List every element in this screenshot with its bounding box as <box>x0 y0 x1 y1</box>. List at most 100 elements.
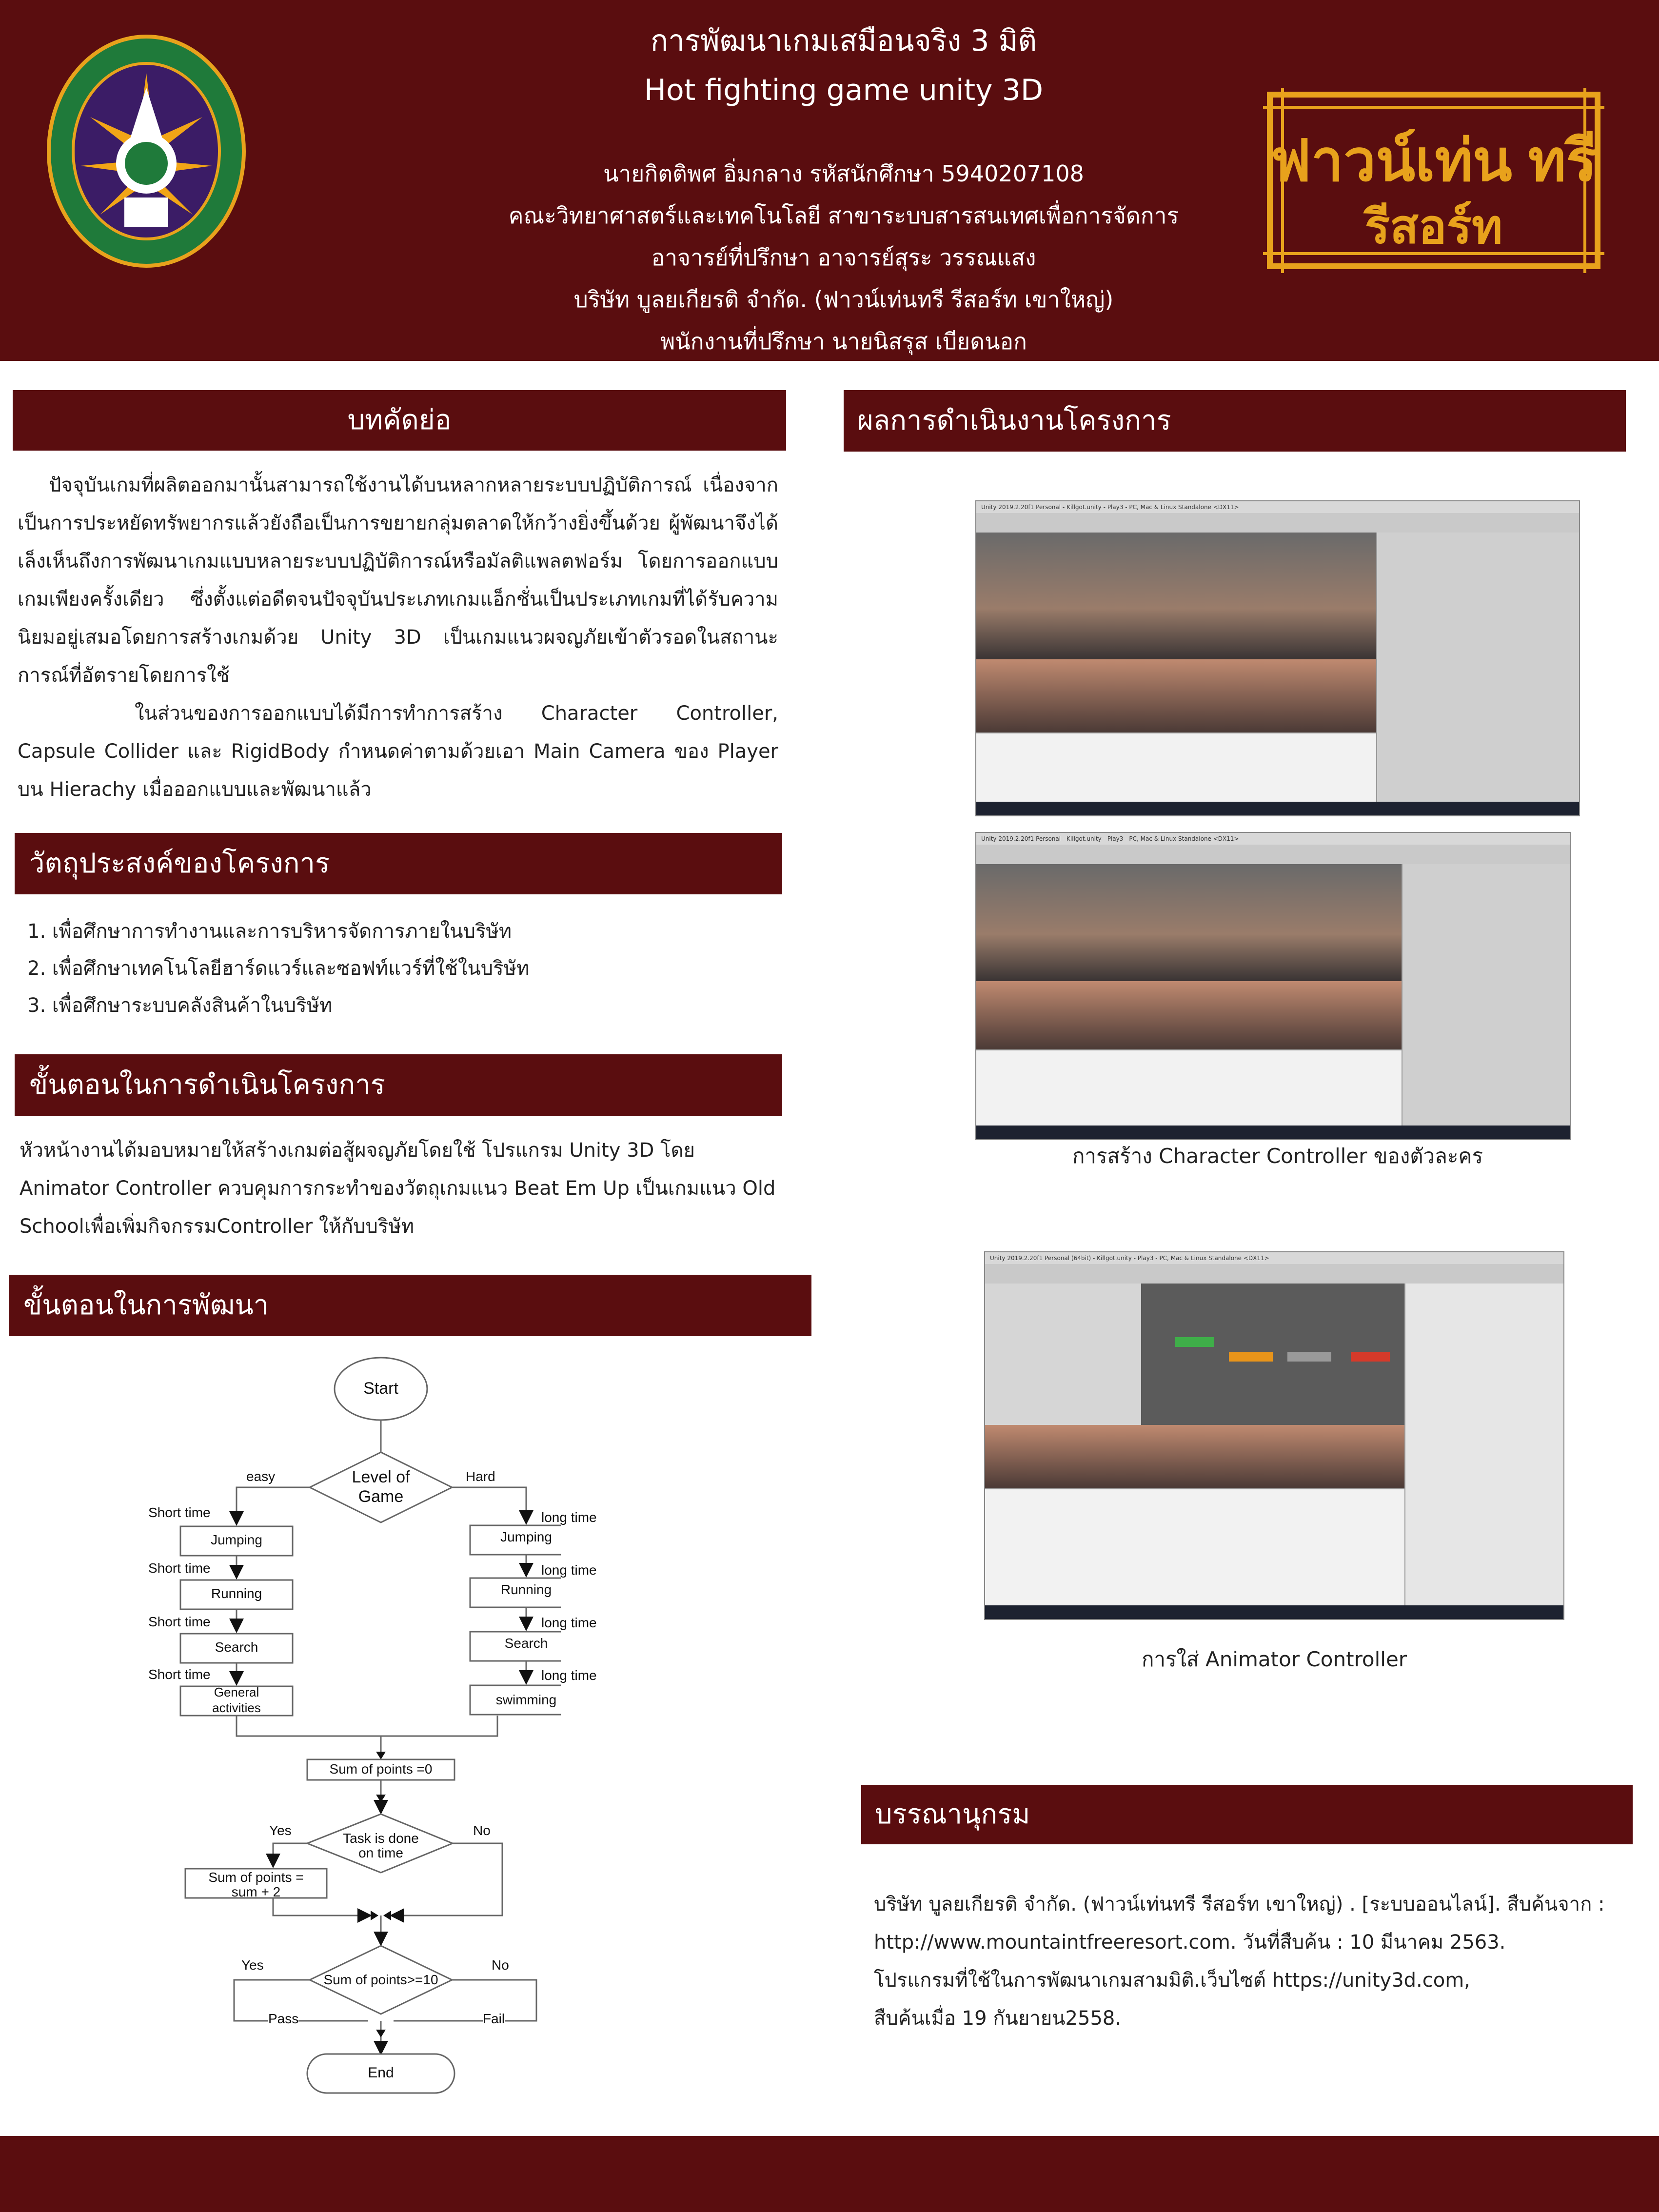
abstract-paragraph-1: ปัจจุบันเกมที่ผลิตออกมานั้นสามารถใช้งานไ… <box>18 474 778 687</box>
project-panel <box>985 1488 1404 1606</box>
flow-sum-plus-1: Sum of points = <box>208 1870 304 1885</box>
flow-level-label-1: Level of <box>352 1468 410 1486</box>
flow-end-label: End <box>368 2065 394 2081</box>
flow-easy-edge-label: Short time <box>148 1560 211 1576</box>
flow-hard-edge-label: long time <box>541 1668 597 1683</box>
abstract-heading-text: บทคัดย่อ <box>347 404 452 436</box>
taskbar <box>976 1126 1570 1139</box>
flow-easy-edge-label: Short time <box>148 1505 211 1520</box>
inspector-panel <box>1404 1284 1563 1605</box>
mentor-line: พนักงานที่ปรึกษา นายนิสรุส เบียดนอก <box>660 328 1027 355</box>
flow-sum-zero: Sum of points =0 <box>329 1761 433 1777</box>
title-english: Hot fighting game unity 3D <box>644 73 1044 107</box>
objectives-heading: วัตถุประสงค์ของโครงการ <box>15 833 782 894</box>
game-view <box>976 981 1402 1049</box>
procedure-heading-text: ขั้นตอนในการดำเนินโครงการ <box>29 1069 385 1101</box>
development-heading-text: ขั้นตอนในการพัฒนา <box>23 1289 269 1321</box>
objective-item: 2. เพื่อศึกษาเทคโนโลยีฮาร์ดแวร์และซอฟท์แ… <box>27 957 530 980</box>
flow-yes-label: Yes <box>269 1823 292 1838</box>
window-title: Unity 2019.2.20f1 Personal - Killgot.uni… <box>981 835 1239 842</box>
flow-easy-edge-label: Short time <box>148 1614 211 1629</box>
flow-no-label: No <box>492 1957 509 1973</box>
procedure-body: หัวหน้างานได้มอบหมายให้สร้างเกมต่อสู้ผจญ… <box>20 1131 778 1245</box>
references-heading: บรรณานุกรม <box>861 1785 1633 1844</box>
abstract-body: ปัจจุบันเกมที่ผลิตออกมานั้นสามารถใช้งานไ… <box>18 466 778 809</box>
flow-easy-edge-label: Short time <box>148 1667 211 1682</box>
flow-hard-label: Hard <box>466 1469 495 1484</box>
abstract-heading: บทคัดย่อ <box>13 390 786 451</box>
flow-hard-step: Jumping <box>500 1529 552 1544</box>
procedure-heading: ขั้นตอนในการดำเนินโครงการ <box>15 1054 782 1116</box>
university-seal-logo <box>47 35 246 268</box>
objectives-heading-text: วัตถุประสงค์ของโครงการ <box>29 848 330 879</box>
taskbar <box>985 1605 1563 1619</box>
state-node-orange <box>1229 1352 1273 1362</box>
flow-no-label: No <box>473 1823 491 1838</box>
game-view <box>985 1425 1404 1488</box>
window-titlebar: Unity 2019.2.20f1 Personal (64bit) - Kil… <box>985 1252 1563 1264</box>
flow-level-label-2: Game <box>358 1487 404 1506</box>
flow-hard-step: Search <box>504 1636 548 1651</box>
flow-yes-label: Yes <box>241 1957 264 1973</box>
caption-character-controller: การสร้าง Character Controller ของตัวละคร <box>1072 1144 1483 1168</box>
flow-hard-edge-label: long time <box>541 1510 597 1525</box>
flow-easy-step: Running <box>211 1586 262 1601</box>
footer-band <box>0 2136 1659 2212</box>
objective-item: 3. เพื่อศึกษาระบบคลังสินค้าในบริษัท <box>27 994 333 1017</box>
unity-screenshot-2: Unity 2019.2.20f1 Personal - Killgot.uni… <box>975 832 1571 1140</box>
advisor-line: อาจารย์ที่ปรึกษา อาจารย์สุระ วรรณแสง <box>651 244 1036 271</box>
results-heading-text: ผลการดำเนินงานโครงการ <box>857 405 1171 436</box>
flow-easy-label: easy <box>246 1469 276 1484</box>
reference-line: สืบค้นเมื่อ 19 กันยายน2558. <box>874 2007 1122 2030</box>
references-heading-text: บรรณานุกรม <box>875 1798 1030 1830</box>
window-title: Unity 2019.2.20f1 Personal - Killgot.uni… <box>981 504 1239 511</box>
flow-hard-step: Running <box>500 1582 552 1597</box>
toolbar <box>985 1264 1563 1284</box>
reference-line: บริษัท บูลยเกียรติ จำกัด. (ฟาวน์เท่นทรี … <box>874 1893 1605 1916</box>
inspector-panel <box>1376 533 1579 804</box>
flow-hard-edge-label: long time <box>541 1615 597 1630</box>
reference-line: http://www.mountaintfreeresort.com. วันท… <box>874 1931 1506 1954</box>
taskbar <box>976 802 1579 815</box>
unity-screenshot-3: Unity 2019.2.20f1 Personal (64bit) - Kil… <box>984 1251 1564 1620</box>
animator-parameters <box>985 1284 1141 1425</box>
animator-graph <box>1141 1284 1404 1425</box>
company-line: บริษัท บูลยเกียรติ จำกัด. (ฟาวน์เท่นทรี … <box>573 286 1114 313</box>
window-titlebar: Unity 2019.2.20f1 Personal - Killgot.uni… <box>976 501 1579 513</box>
logo-line2: รีสอร์ท <box>1363 201 1502 253</box>
flow-pass-label: Pass <box>268 2011 299 2027</box>
flow-sum-check: Sum of points>=10 <box>323 1972 438 1987</box>
flow-easy-step: Search <box>215 1639 258 1655</box>
inspector-panel <box>1402 864 1570 1127</box>
reference-line: โปรแกรมที่ใช้ในการพัฒนาเกมสามมิติ.เว็บไซ… <box>874 1969 1470 1992</box>
project-panel <box>976 1049 1402 1128</box>
development-heading: ขั้นตอนในการพัฒนา <box>9 1275 811 1336</box>
objective-item: 1. เพื่อศึกษาการทำงานและการบริหารจัดการภ… <box>27 920 512 943</box>
flow-fail-label: Fail <box>483 2011 505 2027</box>
unity-screenshot-1: Unity 2019.2.20f1 Personal - Killgot.uni… <box>975 500 1580 816</box>
flow-easy-step: General activities <box>212 1685 261 1715</box>
project-panel <box>976 732 1376 805</box>
flow-hard-step: swimming <box>495 1692 557 1707</box>
flow-task-done-1: Task is done <box>343 1831 419 1846</box>
flow-sum-plus-2: sum + 2 <box>231 1884 281 1899</box>
logo-line1: ฟาวน์เท่น ทรี <box>1270 129 1597 193</box>
title-thai: การพัฒนาเกมเสมือนจริง 3 มิติ <box>650 24 1037 58</box>
window-titlebar: Unity 2019.2.20f1 Personal - Killgot.uni… <box>976 833 1570 845</box>
flow-hard-edge-label: long time <box>541 1562 597 1578</box>
references-list: บริษัท บูลยเกียรติ จำกัด. (ฟาวน์เท่นทรี … <box>874 1885 1625 2037</box>
flowchart-labels: Start Level of Game easy Hard Short time… <box>141 1346 727 2107</box>
scene-view <box>976 864 1402 981</box>
header-banner: การพัฒนาเกมเสมือนจริง 3 มิติ Hot fightin… <box>0 0 1659 361</box>
fountain-tree-resort-logo: ฟาวน์เท่น ทรี รีสอร์ท <box>1263 88 1604 273</box>
game-view <box>976 659 1376 732</box>
caption-animator-controller: การใส่ Animator Controller <box>1141 1647 1407 1671</box>
scene-view <box>976 533 1376 659</box>
faculty-line: คณะวิทยาศาสตร์และเทคโนโลยี สาขาระบบสารสน… <box>508 202 1179 229</box>
state-node-green <box>1175 1337 1214 1347</box>
flow-easy-step: Jumping <box>211 1532 262 1547</box>
flow-start-label: Start <box>363 1379 398 1398</box>
procedure-text: หัวหน้างานได้มอบหมายให้สร้างเกมต่อสู้ผจญ… <box>20 1139 776 1238</box>
window-title: Unity 2019.2.20f1 Personal (64bit) - Kil… <box>990 1255 1269 1262</box>
development-flowchart <box>179 1357 561 2094</box>
